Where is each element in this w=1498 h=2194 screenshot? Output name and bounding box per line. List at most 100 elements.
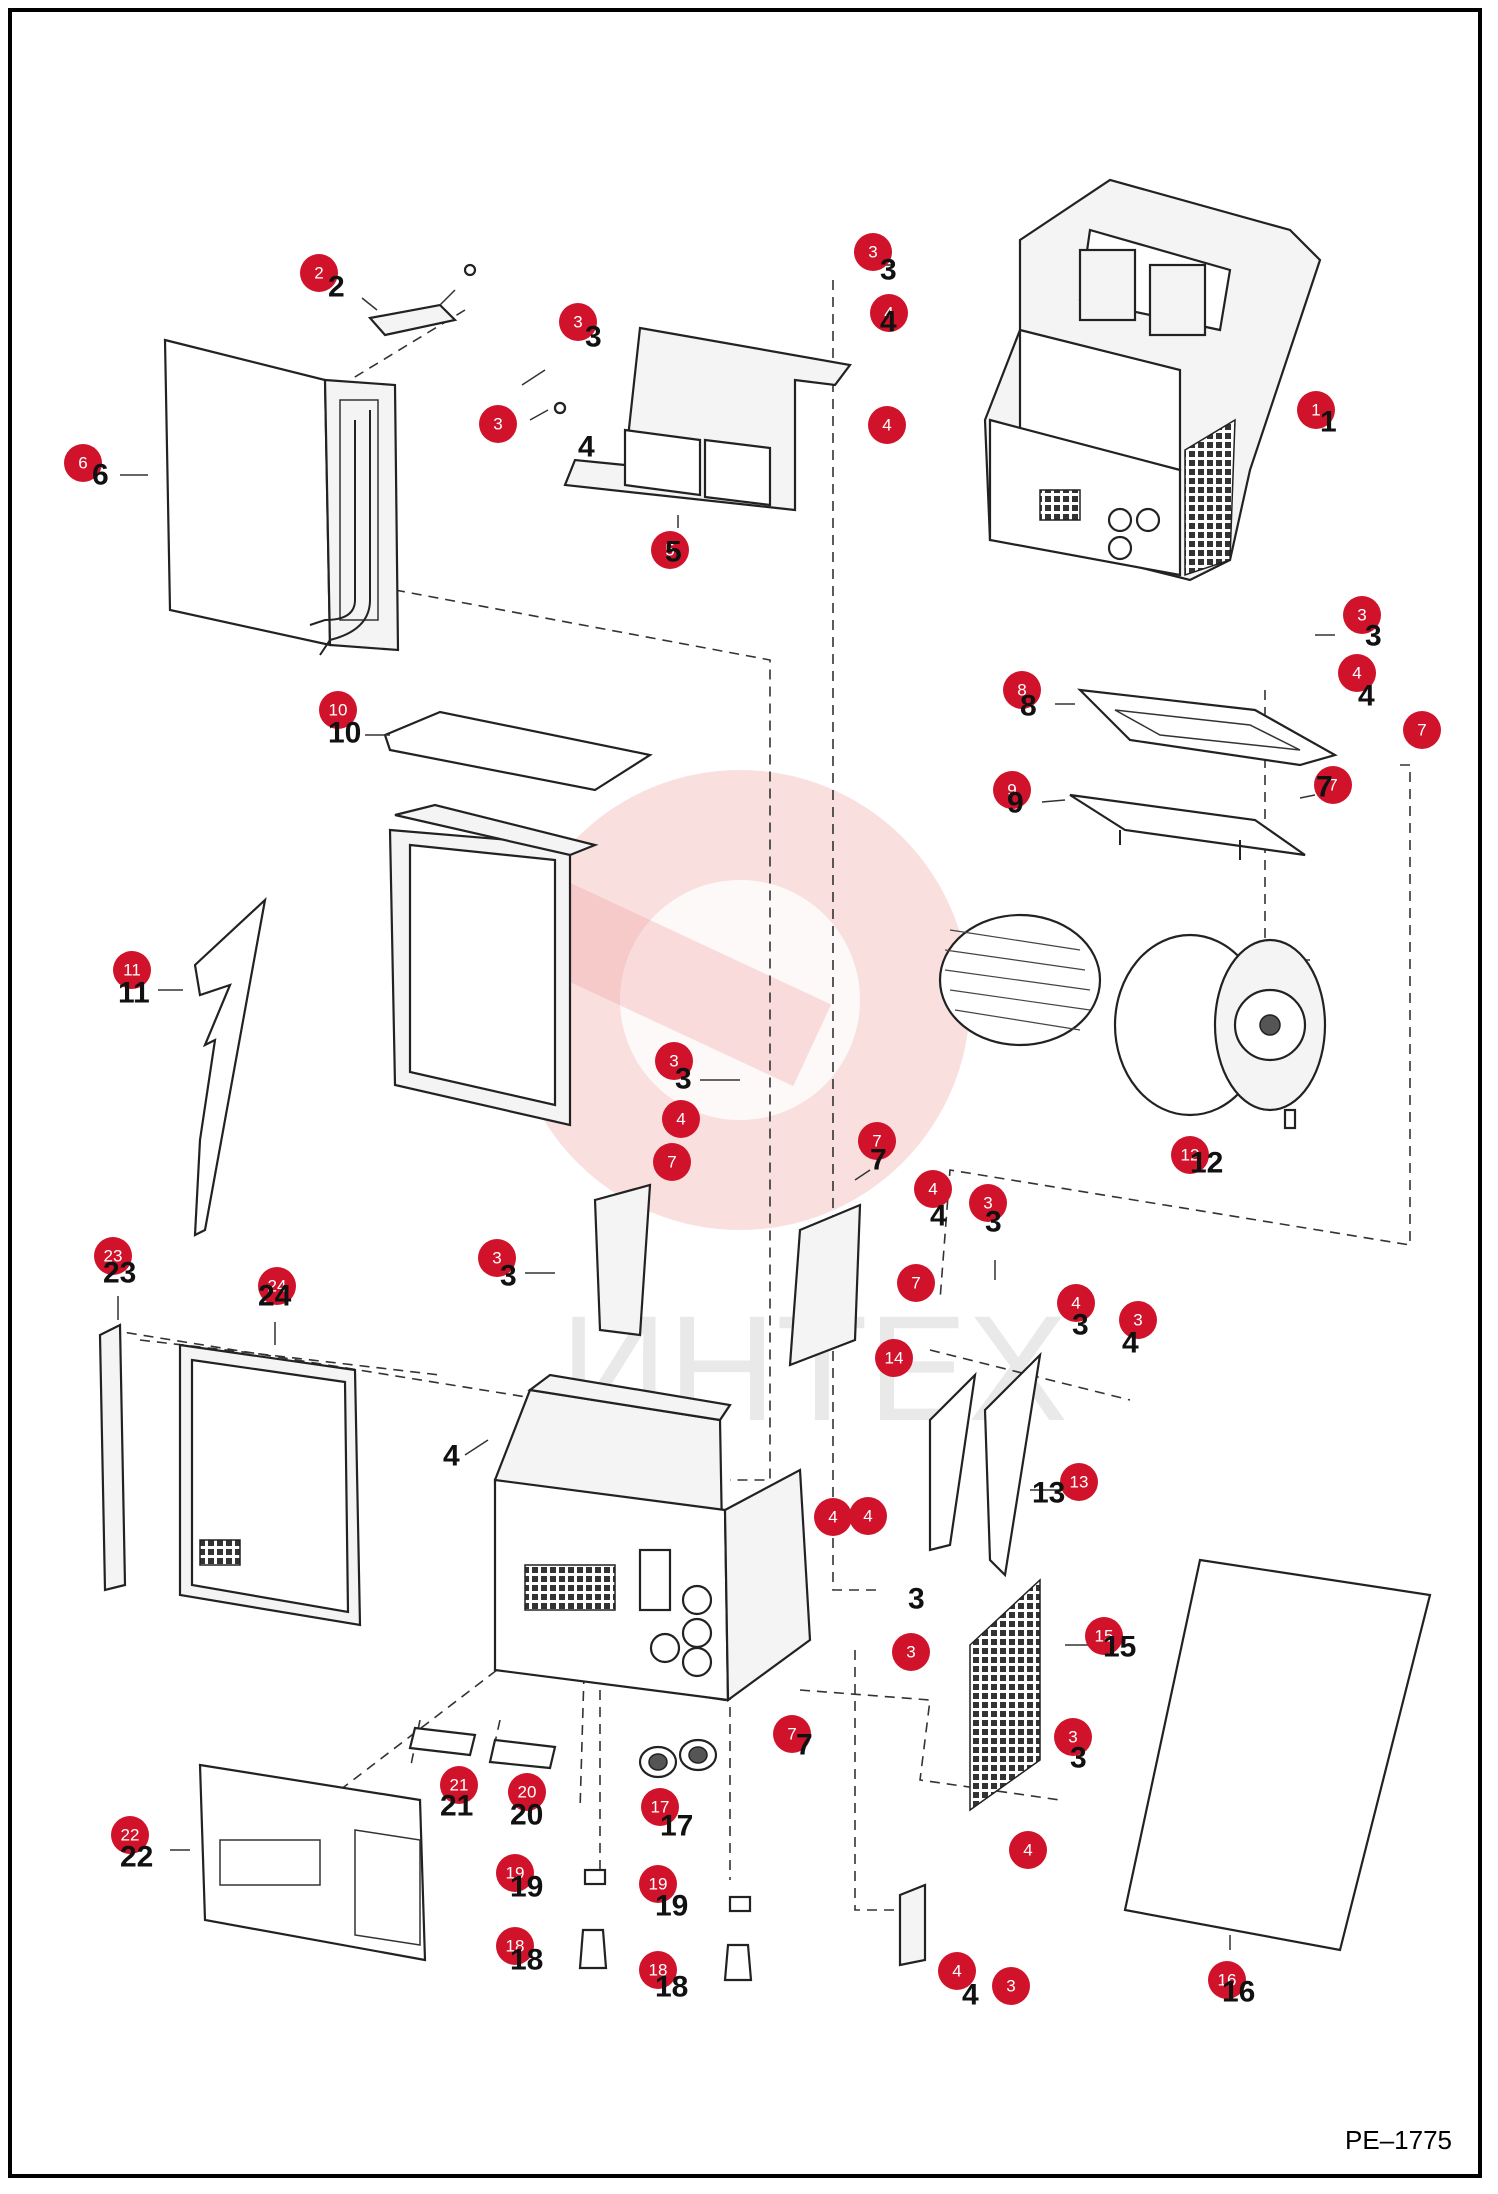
callout-number: 3 (1357, 606, 1366, 625)
part-label-24: 24 (258, 1280, 292, 1313)
callout-3: 3 (479, 405, 517, 443)
part-label-10: 10 (328, 717, 361, 750)
part-label-16: 16 (1222, 1976, 1255, 2009)
callout-number: 1 (1311, 401, 1320, 420)
callout-10: 10 (319, 691, 357, 729)
callout-4: 4 (914, 1170, 952, 1208)
callout-7: 7 (1403, 711, 1441, 749)
callout-number: 16 (1218, 1971, 1237, 1990)
callout-number: 12 (1181, 1146, 1200, 1165)
callout-number: 9 (1007, 781, 1016, 800)
part-label-11: 11 (118, 977, 150, 1010)
callout-4: 4 (662, 1100, 700, 1138)
callout-3: 3 (969, 1184, 1007, 1222)
blower-wheel (938, 913, 1102, 1047)
callout-1: 1 (1297, 391, 1335, 429)
part-17-grommets (638, 1738, 718, 1779)
callout-7: 7 (897, 1264, 935, 1302)
callout-number: 5 (665, 541, 674, 560)
part-label-22: 22 (120, 1841, 153, 1874)
part-label-3: 3 (1365, 620, 1382, 653)
part-label-17: 17 (660, 1810, 693, 1843)
part-label-3: 3 (1072, 1309, 1089, 1342)
part-label-4: 4 (880, 306, 897, 339)
part-label-23: 23 (103, 1257, 136, 1290)
diagram-frame (8, 8, 1482, 2178)
callout-4: 4 (1057, 1284, 1095, 1322)
callout-7: 7 (858, 1122, 896, 1160)
part-label-20: 20 (510, 1799, 543, 1832)
callout-number: 17 (651, 1798, 670, 1817)
part-label-3: 3 (500, 1260, 517, 1293)
part-label-8: 8 (1020, 690, 1037, 723)
callout-number: 3 (669, 1052, 678, 1071)
part-label-4: 4 (578, 431, 595, 464)
callout-number: 4 (676, 1110, 685, 1129)
callout-number: 3 (1006, 1977, 1015, 1996)
part-19-fittings (583, 1868, 752, 1913)
callout-6: 6 (64, 444, 102, 482)
callout-7: 7 (773, 1715, 811, 1753)
callout-5: 5 (651, 531, 689, 569)
callout-number: 3 (493, 415, 502, 434)
part-18-tubes (578, 1928, 753, 1982)
callout-4: 4 (868, 406, 906, 444)
part-label-6: 6 (92, 459, 109, 492)
callout-3: 3 (478, 1239, 516, 1277)
bracket (898, 1883, 927, 1967)
part-label-3: 3 (880, 254, 897, 287)
callout-4: 4 (870, 294, 908, 332)
callout-4: 4 (938, 1952, 976, 1990)
part-label-18: 18 (510, 1944, 543, 1977)
part-15-grille (969, 1578, 1041, 1812)
callout-3: 3 (655, 1042, 693, 1080)
callout-15: 15 (1085, 1617, 1123, 1655)
callout-number: 4 (884, 304, 893, 323)
main-lower-housing (493, 1183, 862, 1703)
callout-number: 13 (1070, 1473, 1089, 1492)
callout-19: 19 (496, 1854, 534, 1892)
part-frame-box (388, 803, 599, 1127)
part-13-plate (983, 1351, 1042, 1578)
part-8-frame (1076, 688, 1338, 767)
part-9-frame (1069, 793, 1306, 860)
callout-number: 4 (828, 1508, 837, 1527)
part-label-19: 19 (510, 1871, 543, 1904)
callout-number: 22 (121, 1826, 140, 1845)
part-label-4: 4 (1358, 680, 1375, 713)
part-22-bottom-plate (198, 1763, 427, 1962)
callout-24: 24 (258, 1267, 296, 1305)
callout-number: 4 (952, 1962, 961, 1981)
callout-14: 14 (875, 1339, 913, 1377)
callout-number: 4 (1352, 664, 1361, 683)
callout-7: 7 (1314, 766, 1352, 804)
callout-number: 6 (78, 454, 87, 473)
part-label-7: 7 (796, 1729, 813, 1762)
part-label-4: 4 (930, 1200, 947, 1233)
part-23-strip (98, 1323, 127, 1592)
callout-number: 4 (928, 1180, 937, 1199)
part-label-3: 3 (985, 1206, 1002, 1239)
callout-number: 23 (104, 1247, 123, 1266)
part-16-panel (1123, 1558, 1432, 1952)
part-label-3: 3 (585, 321, 602, 354)
part-label-3: 3 (1070, 1742, 1087, 1775)
part-5-duct-cover (553, 326, 852, 512)
callout-number: 2 (314, 264, 323, 283)
part-11-side-panel (193, 896, 267, 1237)
callout-4: 4 (849, 1497, 887, 1535)
callout-number: 20 (518, 1783, 537, 1802)
callout-3: 3 (1343, 596, 1381, 634)
part-12-motor (1113, 933, 1327, 1130)
part-label-4: 4 (962, 1979, 979, 2012)
callout-number: 3 (868, 243, 877, 262)
callout-3: 3 (854, 233, 892, 271)
callout-4: 4 (1338, 654, 1376, 692)
part-label-4: 4 (1122, 1327, 1139, 1360)
callout-number: 4 (1071, 1294, 1080, 1313)
part-21-pad (408, 1726, 477, 1757)
part-label-5: 5 (665, 536, 682, 569)
